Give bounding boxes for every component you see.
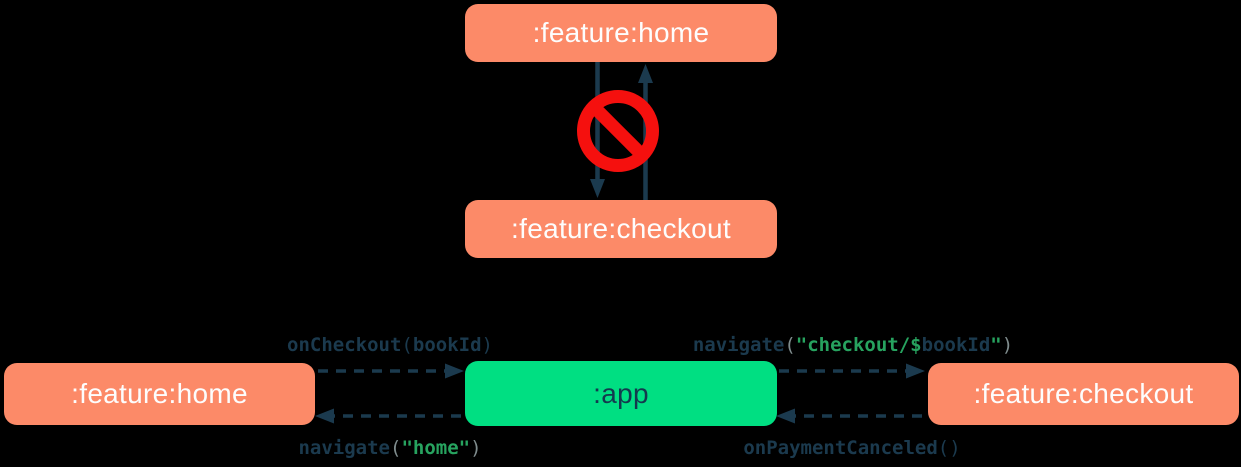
module-box-feature-home-top: :feature:home <box>465 4 777 62</box>
module-box-app: :app <box>465 361 777 426</box>
paren: () <box>937 437 961 459</box>
string-literal: " <box>990 334 1002 356</box>
function-name: onCheckout <box>287 334 402 356</box>
module-label: :feature:checkout <box>511 213 731 244</box>
dependency-arrow-checkout-to-home <box>638 64 653 200</box>
module-label: :app <box>593 377 649 409</box>
string-literal: "checkout/$ <box>795 334 922 356</box>
argument: bookId <box>412 334 482 356</box>
paren: ( <box>389 437 402 459</box>
no-entry-icon <box>577 90 659 172</box>
module-box-feature-checkout-bottom: :feature:checkout <box>928 363 1239 425</box>
code-label-oncheckout: onCheckout(bookId) <box>250 334 530 356</box>
function-name: navigate <box>692 334 785 356</box>
dependency-arrow-home-to-checkout <box>590 62 605 198</box>
function-name: onPaymentCanceled <box>743 437 938 459</box>
module-label: :feature:checkout <box>973 378 1194 409</box>
arrow-oncheckout-home-to-app <box>318 363 464 379</box>
arrow-navigate-home-app-to-home <box>315 408 461 424</box>
paren: ) <box>1001 334 1014 356</box>
code-label-navigate-home: navigate("home") <box>250 437 530 459</box>
module-box-feature-checkout-top: :feature:checkout <box>465 200 777 258</box>
arrow-onpaymentcanceled-checkout-to-app <box>776 408 922 424</box>
code-label-onpaymentcanceled: onPaymentCanceled() <box>712 437 992 459</box>
template-variable: bookId <box>921 334 991 356</box>
paren: ( <box>401 334 413 356</box>
paren: ( <box>784 334 796 356</box>
function-name: navigate <box>298 437 390 459</box>
paren: ) <box>470 437 482 459</box>
string-literal: "home" <box>401 437 471 459</box>
module-box-feature-home-bottom: :feature:home <box>4 363 315 425</box>
code-label-navigate-checkout: navigate("checkout/$bookId") <box>688 334 1018 356</box>
module-label: :feature:home <box>532 17 710 48</box>
module-label: :feature:home <box>71 378 248 409</box>
paren: ) <box>481 334 493 356</box>
arrow-navigate-checkout-app-to-checkout <box>779 363 925 379</box>
